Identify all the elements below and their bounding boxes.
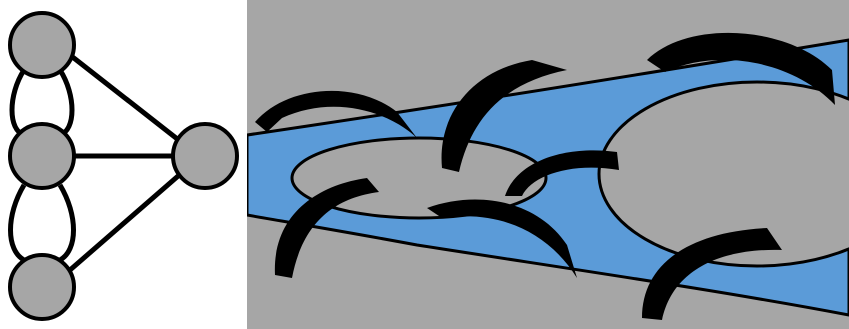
edge-top-to-right: [70, 55, 185, 145]
node-right: [173, 124, 237, 188]
curved-edge-middle-bottom-inner: [60, 185, 74, 260]
graph-svg: [0, 0, 245, 329]
curved-edge-top-middle-inner: [60, 70, 72, 135]
curved-edge-top-middle-outer: [12, 70, 24, 135]
node-bottom-left: [10, 255, 74, 319]
edge-bottom-to-right: [70, 170, 185, 270]
map-svg: [247, 0, 849, 329]
curved-edge-middle-bottom-outer: [11, 185, 25, 260]
island-map: [247, 0, 849, 329]
node-top-left: [10, 13, 74, 77]
graph-diagram: [0, 0, 245, 329]
node-middle-left: [10, 124, 74, 188]
